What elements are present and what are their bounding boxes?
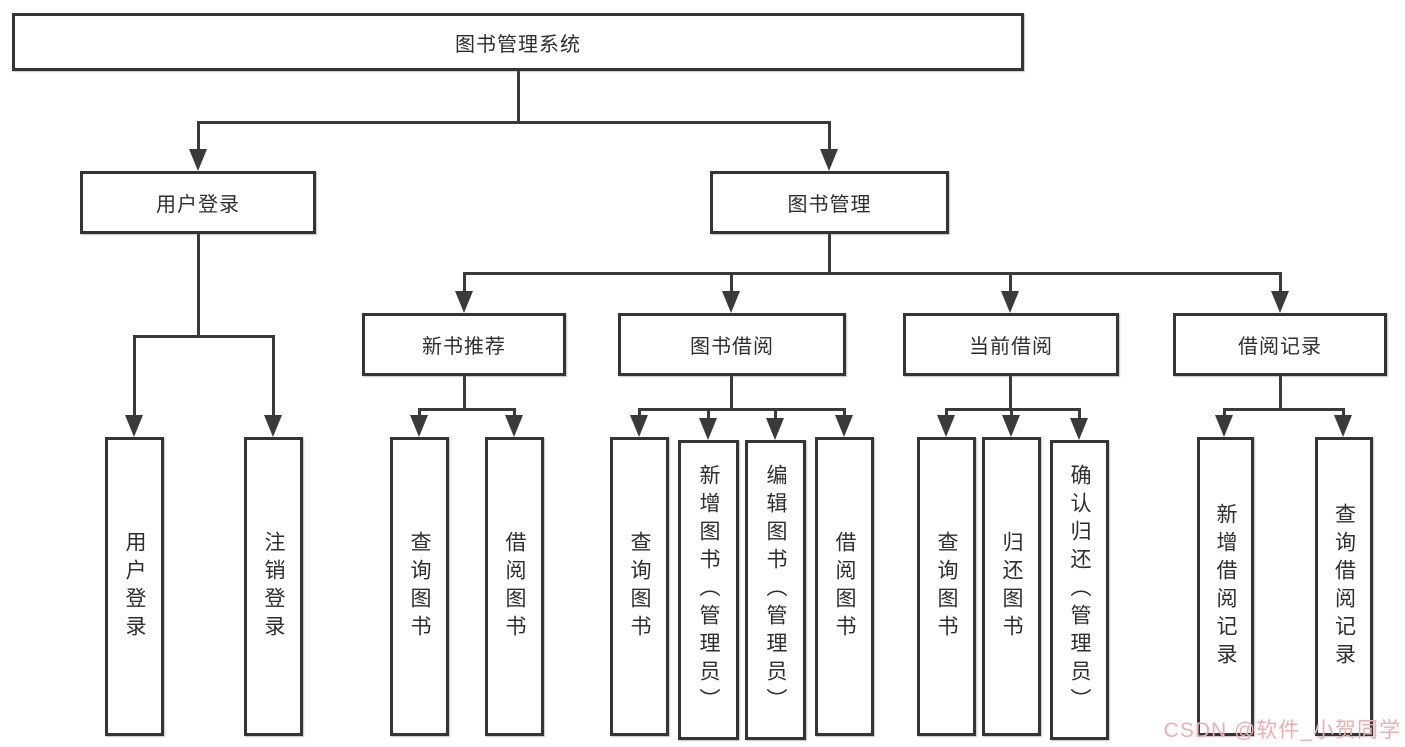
node-label-confirm-return-admin: 确认归还（管理员）: [1068, 464, 1091, 716]
connector-drop-book-borrowing-2: [773, 409, 777, 426]
arrowhead-icon: [189, 149, 207, 171]
node-query-borrow-record: 查询借阅记录: [1315, 437, 1373, 736]
node-system: 图书管理系统: [12, 13, 1024, 71]
connector-drop-book-management-2: [1008, 273, 1012, 299]
connector-drop-system-1: [827, 122, 831, 157]
connector-drop-book-management-3: [1278, 273, 1282, 299]
node-borrow-records: 借阅记录: [1173, 313, 1387, 376]
node-current-borrowing: 当前借阅: [903, 313, 1119, 376]
node-label-edit-books-admin: 编辑图书（管理员）: [764, 464, 787, 716]
node-label-query-books-recommend: 查询图书: [408, 530, 431, 643]
node-new-book-recommend: 新书推荐: [362, 313, 566, 376]
connector-rail-user-login: [132, 334, 275, 338]
arrowhead-icon: [937, 415, 955, 437]
connector-drop-system-0: [196, 122, 200, 157]
node-book-management: 图书管理: [710, 171, 949, 234]
node-label-book-management: 图书管理: [787, 194, 872, 216]
arrowhead-icon: [766, 418, 784, 440]
node-label-user-login-leaf: 用户登录: [123, 530, 146, 643]
arrowhead-icon: [264, 415, 282, 437]
node-label-user-login: 用户登录: [156, 194, 240, 216]
arrowhead-icon: [820, 149, 838, 171]
node-label-system: 图书管理系统: [455, 33, 581, 56]
connector-drop-current-borrowing-2: [1077, 409, 1081, 426]
node-borrow-books-recommend: 借阅图书: [485, 437, 544, 736]
node-confirm-return-admin: 确认归还（管理员）: [1050, 440, 1109, 740]
connector-drop-book-borrowing-1: [706, 409, 710, 426]
node-label-new-book-recommend: 新书推荐: [422, 336, 506, 358]
node-query-books-recommend: 查询图书: [390, 437, 449, 736]
node-label-add-books-admin: 新增图书（管理员）: [697, 464, 720, 716]
arrowhead-icon: [505, 415, 523, 437]
connector-stub-book-borrowing: [729, 376, 733, 409]
arrowhead-icon: [410, 415, 428, 437]
connector-rail-book-management: [462, 271, 1282, 275]
arrowhead-icon: [1215, 415, 1233, 437]
node-user-login: 用户登录: [80, 171, 316, 234]
arrowhead-icon: [1334, 415, 1352, 437]
connector-rail-borrow-records: [1222, 407, 1345, 411]
arrowhead-icon: [1001, 291, 1019, 313]
connector-rail-system: [196, 120, 831, 124]
node-add-borrow-record: 新增借阅记录: [1197, 437, 1254, 736]
connector-drop-book-management-1: [729, 273, 733, 299]
arrowhead-icon: [125, 415, 143, 437]
node-return-books: 归还图书: [982, 437, 1041, 736]
node-label-add-borrow-record: 新增借阅记录: [1214, 502, 1237, 671]
arrowhead-icon: [1002, 415, 1020, 437]
connector-stub-book-management: [827, 234, 831, 273]
connector-stub-system: [516, 71, 520, 122]
connector-stub-new-book-recommend: [462, 376, 466, 409]
connector-stub-borrow-records: [1278, 376, 1282, 409]
node-label-return-books: 归还图书: [1000, 530, 1023, 643]
arrowhead-icon: [455, 291, 473, 313]
arrowhead-icon: [835, 415, 853, 437]
node-label-current-borrowing: 当前借阅: [969, 336, 1053, 358]
connector-rail-new-book-recommend: [417, 407, 516, 411]
node-label-logout: 注销登录: [262, 530, 285, 643]
csdn-watermark: CSDN @软件_小贺同学: [1163, 719, 1401, 742]
node-label-borrow-books-recommend: 借阅图书: [503, 530, 526, 643]
connector-stub-user-login: [196, 234, 200, 336]
arrowhead-icon: [630, 415, 648, 437]
node-label-borrow-books-borrowing: 借阅图书: [833, 530, 856, 643]
node-query-books-borrowing: 查询图书: [610, 437, 669, 736]
node-user-login-leaf: 用户登录: [105, 437, 164, 736]
node-edit-books-admin: 编辑图书（管理员）: [745, 440, 806, 740]
node-label-query-books-current: 查询图书: [935, 530, 958, 643]
connector-drop-user-login-1: [271, 336, 275, 423]
node-label-query-borrow-record: 查询借阅记录: [1332, 502, 1356, 671]
arrowhead-icon: [1070, 418, 1088, 440]
connector-stub-current-borrowing: [1008, 376, 1012, 409]
node-borrow-books-borrowing: 借阅图书: [815, 437, 874, 736]
connector-drop-book-management-0: [462, 273, 466, 299]
node-book-borrowing: 图书借阅: [618, 313, 846, 376]
node-label-borrow-records: 借阅记录: [1238, 336, 1322, 358]
node-label-book-borrowing: 图书借阅: [690, 336, 774, 358]
arrowhead-icon: [1271, 291, 1289, 313]
connector-drop-user-login-0: [132, 336, 136, 423]
connector-rail-current-borrowing: [944, 407, 1081, 411]
arrowhead-icon: [722, 291, 740, 313]
node-add-books-admin: 新增图书（管理员）: [678, 440, 739, 740]
node-query-books-current: 查询图书: [917, 437, 976, 736]
node-logout: 注销登录: [244, 437, 303, 736]
connector-rail-book-borrowing: [637, 407, 846, 411]
arrowhead-icon: [699, 418, 717, 440]
node-label-query-books-borrowing: 查询图书: [628, 530, 651, 643]
